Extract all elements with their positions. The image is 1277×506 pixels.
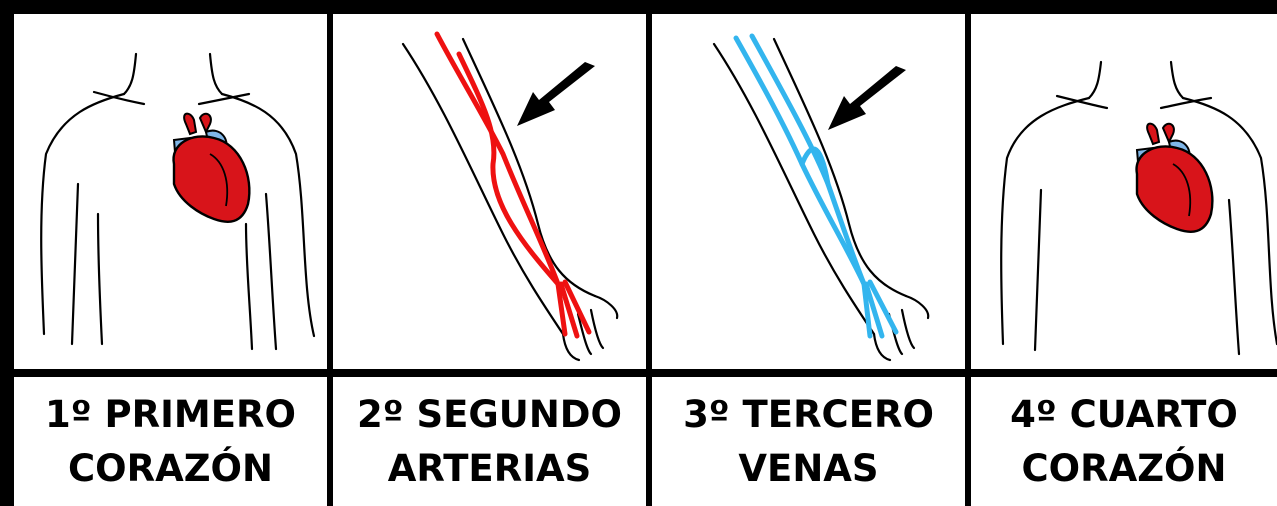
card-2-picture [333,14,646,369]
card-1-picture [14,14,327,369]
arm-veins-icon [712,33,930,362]
heart-icon [172,112,251,223]
card-1-ordinal: 1º PRIMERO [45,392,296,436]
card-4-picture [971,14,1277,369]
torso-heart-icon [1000,60,1277,356]
heart-icon [1135,122,1214,233]
card-3-ordinal: 3º TERCERO [683,392,934,436]
card-4-ordinal: 4º CUARTO [1010,392,1238,436]
card-3-label: VENAS [738,446,879,490]
card-4-caption: 4º CUARTO CORAZÓN [971,377,1277,506]
card-3-caption: 3º TERCERO VENAS [652,377,965,506]
card-1-caption: 1º PRIMERO CORAZÓN [14,377,327,506]
arrow-icon [517,62,595,126]
card-2-label: ARTERIAS [387,446,592,490]
arm-arteries-icon [401,31,619,362]
arrow-icon [828,66,906,130]
card-2-ordinal: 2º SEGUNDO [357,392,622,436]
card-1-label: CORAZÓN [68,446,273,490]
card-2-caption: 2º SEGUNDO ARTERIAS [333,377,646,506]
torso-heart-icon [40,52,316,351]
card-3-picture [652,14,965,369]
card-4-label: CORAZÓN [1021,446,1227,490]
